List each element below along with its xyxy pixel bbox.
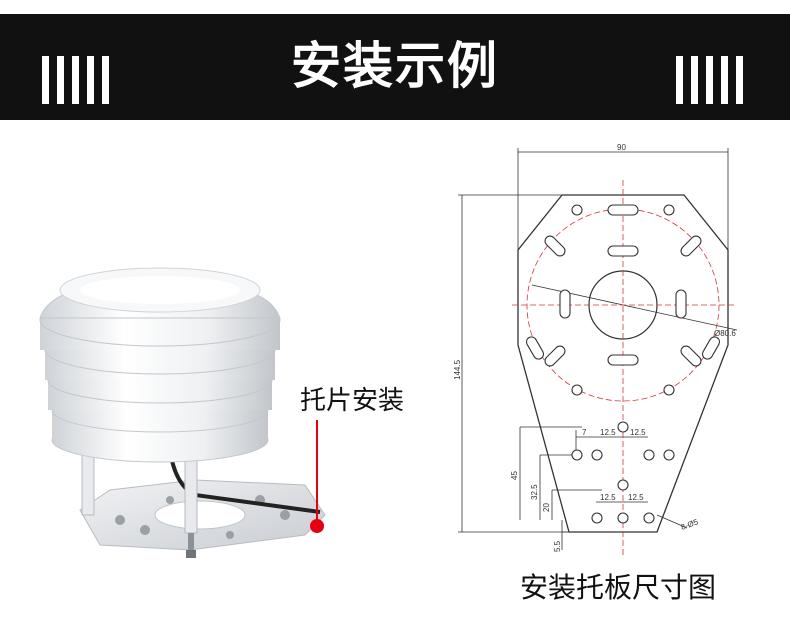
dim-circle: Ø80.6 [714, 329, 736, 338]
dim-20: 20 [542, 503, 551, 512]
sensor-product-image [39, 267, 326, 558]
mounting-plate [79, 479, 326, 551]
dim-45: 45 [510, 471, 519, 480]
dim-12-5-c: 12.5 [600, 493, 616, 502]
dim-height: 144.5 [453, 359, 462, 380]
dim-12-5-a: 12.5 [600, 428, 616, 437]
header-banner: 安装示例 [0, 14, 790, 120]
dim-12-5-b: 12.5 [630, 428, 646, 437]
dim-12-5-d: 12.5 [628, 493, 644, 502]
dim-7: 7 [582, 428, 587, 437]
dim-32-5: 32.5 [530, 484, 539, 500]
drawing-caption: 安装托板尺寸图 [520, 571, 717, 604]
decor-stripes-left [42, 56, 109, 104]
mounting-plate-dimension-drawing: 90 144.5 Ø80.6 7 12.5 12.5 12.5 12.5 45 … [453, 143, 738, 555]
support-legs [81, 454, 198, 558]
mount-label: 托片安装 [300, 386, 405, 416]
decor-stripes-right [676, 56, 743, 104]
dim-width: 90 [617, 143, 626, 152]
page-title: 安装示例 [291, 37, 499, 95]
dim-5-5: 5.5 [553, 540, 562, 552]
dim-holes: 8-Ø5 [680, 517, 700, 532]
pointer-dot [310, 519, 324, 533]
radiation-shield [39, 267, 281, 463]
